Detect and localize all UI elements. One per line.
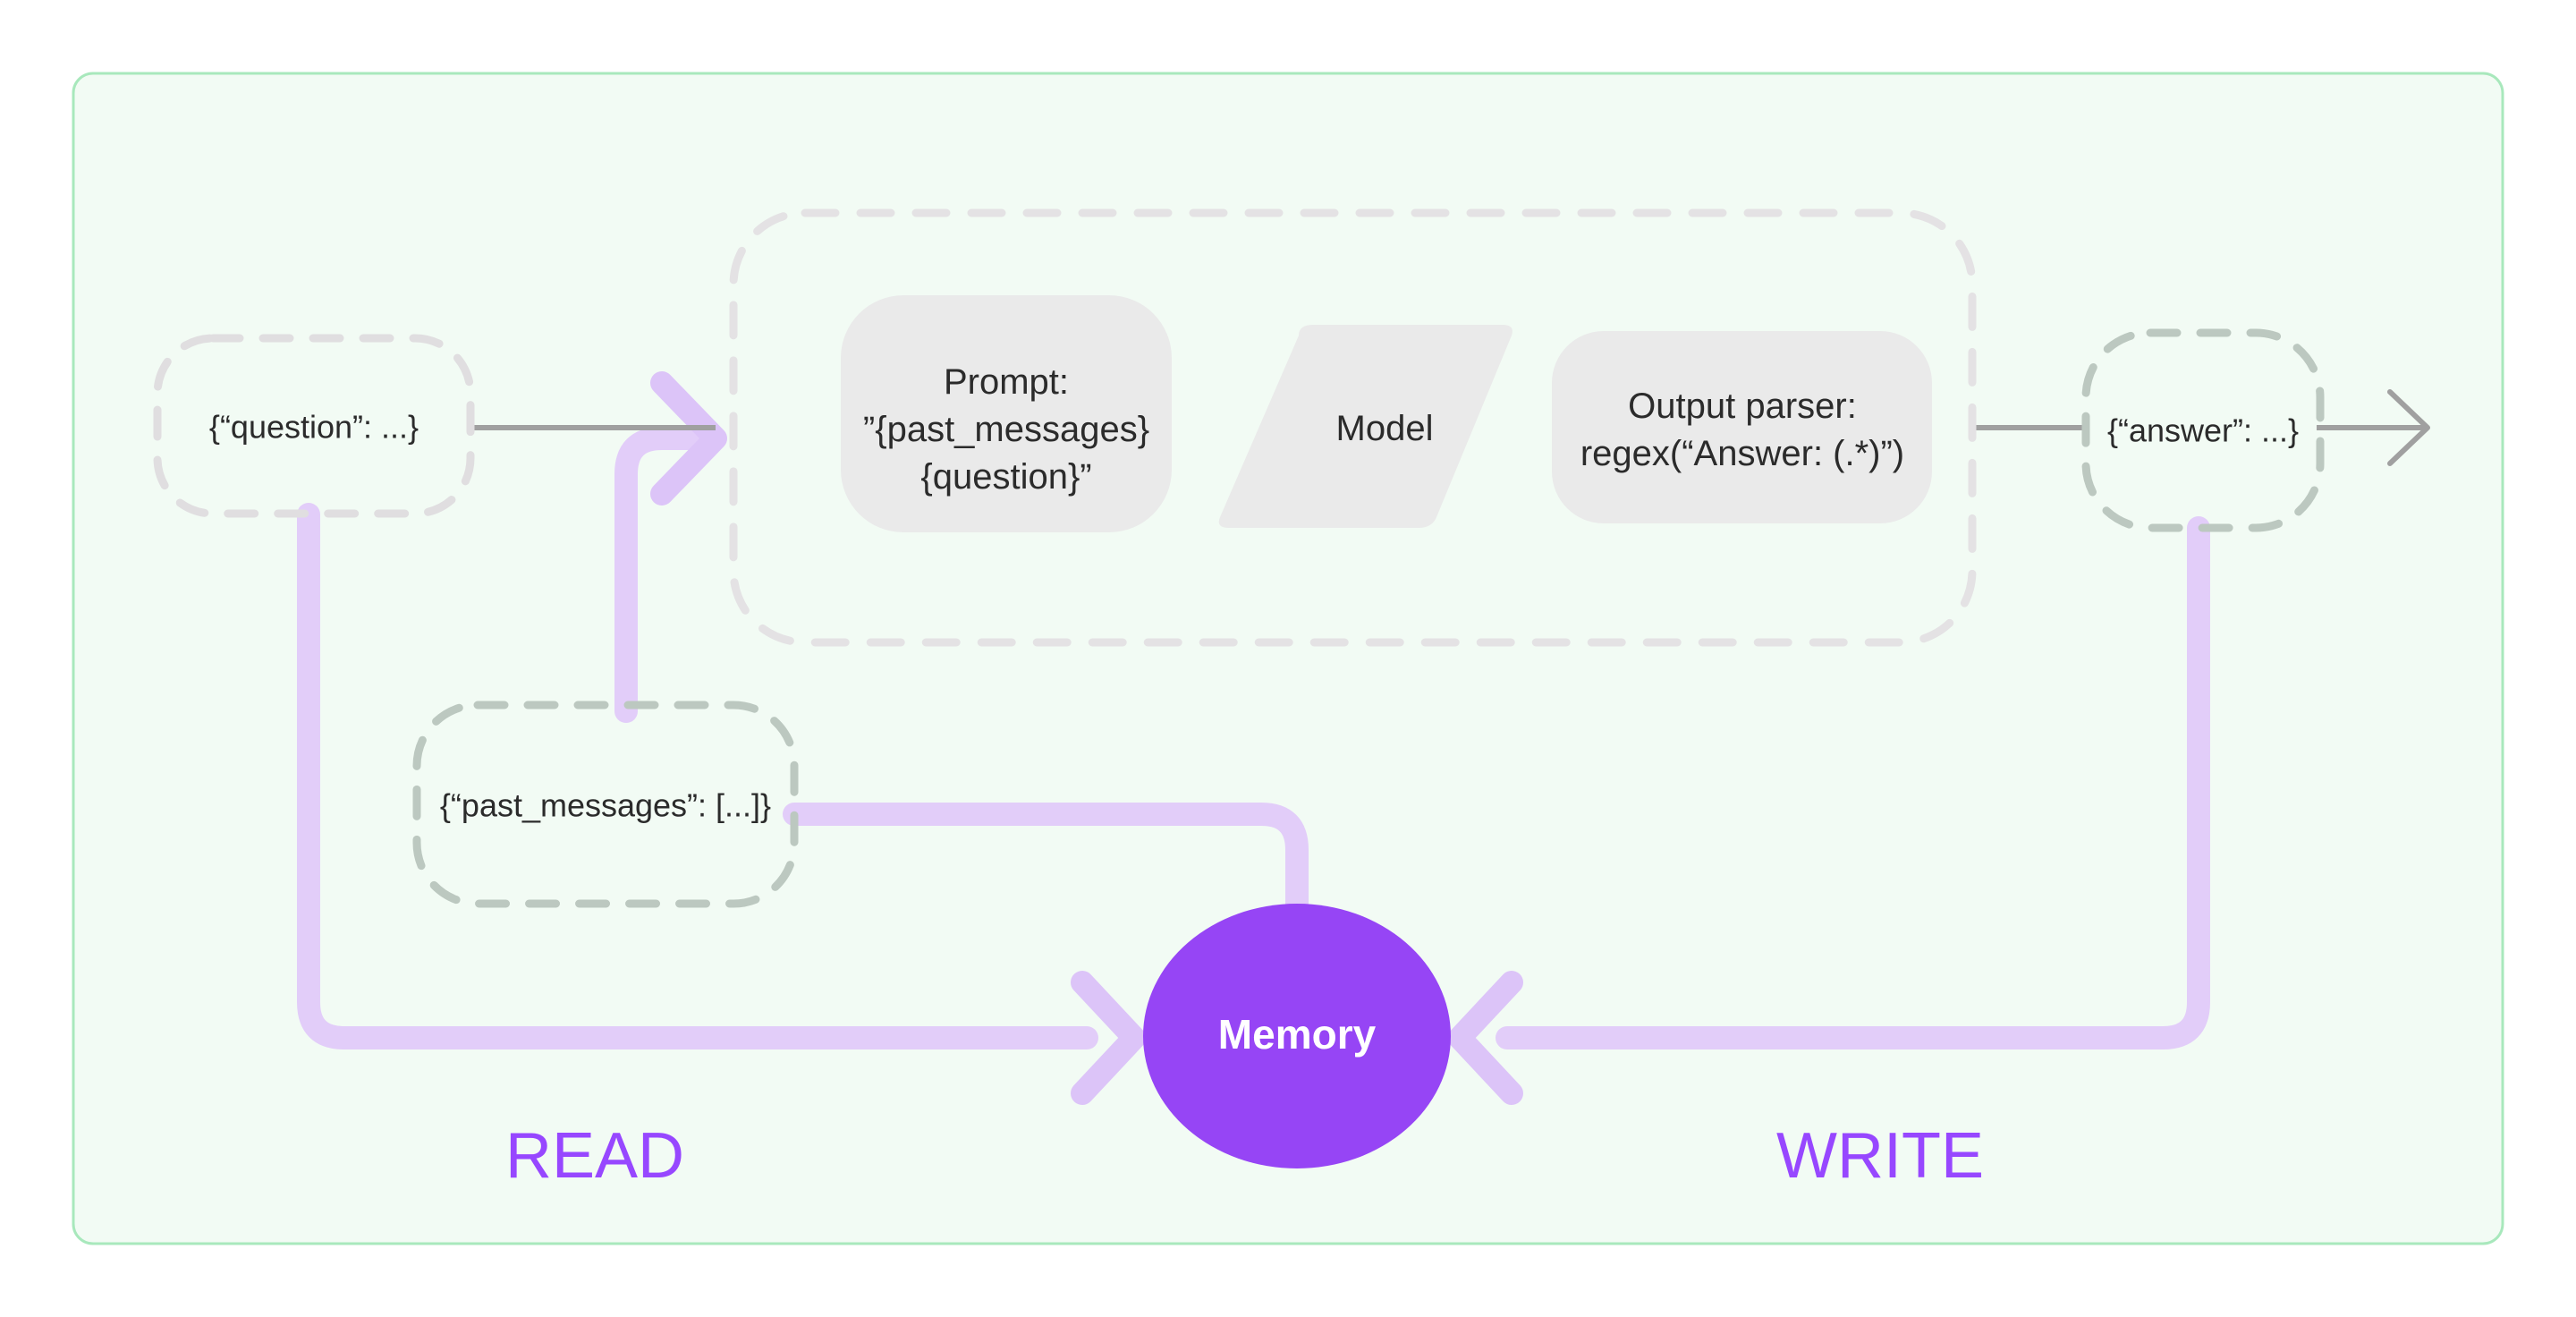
chain-step-output-parser-line-1: Output parser: xyxy=(1628,387,1857,426)
arrowhead-write-into-memory xyxy=(1448,971,1523,1105)
edge-answer-to-memory xyxy=(1496,516,2210,1049)
node-past-messages[interactable] xyxy=(412,701,799,908)
node-answer-label: {“answer”: ...} xyxy=(2107,412,2299,449)
edge-past-messages-to-chain xyxy=(614,427,705,723)
chain-step-model[interactable] xyxy=(1218,325,1513,528)
chain-step-model-label: Model xyxy=(1336,409,1434,448)
node-memory[interactable] xyxy=(1143,904,1451,1168)
node-question[interactable] xyxy=(153,334,475,518)
node-answer[interactable] xyxy=(2081,328,2325,532)
llm-chain-group xyxy=(729,208,1977,647)
node-past-messages-label: {“past_messages”: [...]} xyxy=(440,787,771,824)
chain-step-prompt-line-1: Prompt: xyxy=(944,362,1069,402)
arrowhead-past-messages-into-chain xyxy=(650,371,727,506)
arrowhead-read-into-memory xyxy=(1071,971,1146,1105)
chain-step-prompt[interactable] xyxy=(841,295,1172,532)
chain-step-output-parser[interactable] xyxy=(1552,331,1932,523)
write-label: WRITE xyxy=(1776,1120,1984,1192)
node-memory-label: Memory xyxy=(1218,1011,1377,1058)
chain-step-prompt-line-3: {question}” xyxy=(920,457,1091,497)
node-question-label: {“question”: ...} xyxy=(209,409,419,446)
read-label: READ xyxy=(505,1120,684,1192)
arrowhead-output xyxy=(2387,389,2430,466)
edge-question-to-memory xyxy=(297,503,1098,1049)
edge-past-messages-to-memory xyxy=(783,803,1309,942)
chain-step-output-parser-line-2: regex(“Answer: (.*)”) xyxy=(1580,434,1904,473)
chain-step-prompt-line-2: ”{past_messages} xyxy=(863,410,1149,449)
